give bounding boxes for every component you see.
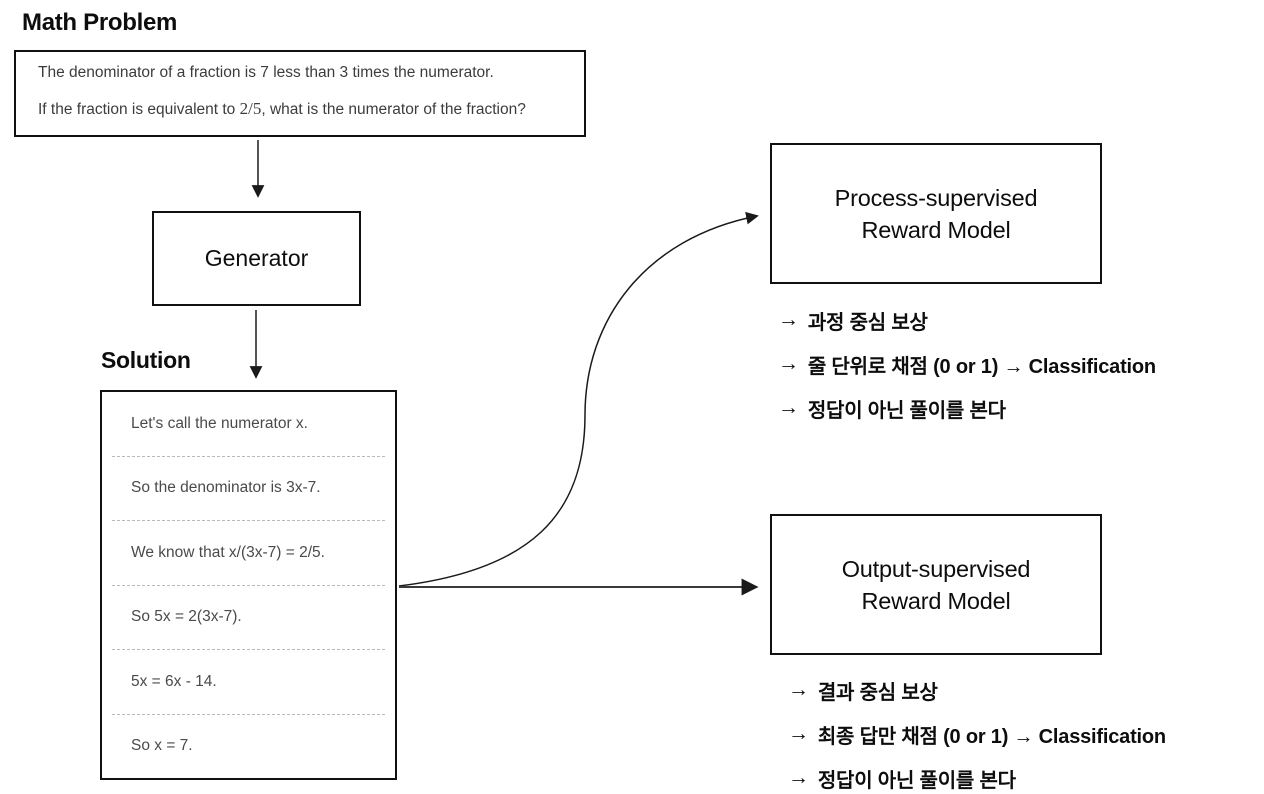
solution-box: Let's call the numerator x. So the denom… — [100, 390, 397, 780]
right-arrow-icon: → — [788, 722, 809, 745]
output-note-3: → 정답이 아닌 풀이를 본다 — [788, 756, 1166, 794]
process-note-2-text: 줄 단위로 채점 (0 or 1) → Classification — [807, 355, 1156, 378]
process-model-notes: → 과정 중심 보상 → 줄 단위로 채점 (0 or 1) → Classif… — [778, 298, 1156, 430]
solution-step-3: We know that x/(3x-7) = 2/5. — [112, 521, 385, 586]
problem-line-2: If the fraction is equivalent to 2/5, wh… — [38, 99, 584, 119]
right-arrow-icon: → — [778, 396, 799, 419]
math-problem-title: Math Problem — [22, 9, 178, 36]
process-model-label-line1: Process-supervised — [834, 184, 1038, 211]
process-note-3-text: 정답이 아닌 풀이를 본다 — [807, 399, 1006, 422]
right-arrow-icon: → — [788, 766, 809, 789]
output-note-3-text: 정답이 아닌 풀이를 본다 — [817, 769, 1016, 792]
output-note-2: → 최종 답만 채점 (0 or 1) → Classification — [788, 712, 1166, 756]
arrow-solution-to-process-model — [398, 211, 759, 587]
solution-step-2: So the denominator is 3x-7. — [112, 457, 385, 521]
output-supervised-reward-model-box: Output-supervised Reward Model — [770, 514, 1102, 655]
process-note-1: → 과정 중심 보상 — [778, 298, 1156, 342]
generator-box: Generator — [152, 211, 361, 306]
output-model-notes: → 결과 중심 보상 → 최종 답만 채점 (0 or 1) → Classif… — [788, 668, 1166, 794]
process-model-label-line2: Reward Model — [861, 216, 1011, 243]
solution-step-5: 5x = 6x - 14. — [112, 650, 385, 715]
output-note-1-text: 결과 중심 보상 — [817, 681, 938, 704]
output-model-label-line1: Output-supervised — [841, 555, 1031, 582]
right-arrow-icon: → — [778, 308, 799, 331]
solution-step-4: So 5x = 2(3x-7). — [112, 586, 385, 650]
output-note-2-text: 최종 답만 채점 (0 or 1) → Classification — [817, 725, 1166, 748]
process-note-3: → 정답이 아닌 풀이를 본다 — [778, 386, 1156, 430]
solution-step-6: So x = 7. — [131, 737, 193, 755]
process-supervised-reward-model-box: Process-supervised Reward Model — [770, 143, 1102, 284]
generator-label: Generator — [204, 245, 309, 271]
problem-line-1: The denominator of a fraction is 7 less … — [38, 64, 494, 81]
problem-fraction: 2/5 — [239, 99, 262, 118]
process-note-1-text: 과정 중심 보상 — [807, 311, 928, 334]
math-problem-box: The denominator of a fraction is 7 less … — [14, 50, 586, 137]
right-arrow-icon: → — [788, 678, 809, 701]
output-model-label-line2: Reward Model — [861, 587, 1011, 614]
solution-title: Solution — [101, 347, 191, 373]
problem-line-2-post: , what is the numerator of the fraction? — [261, 101, 526, 118]
output-note-1: → 결과 중심 보상 — [788, 668, 1166, 712]
right-arrow-icon: → — [778, 352, 799, 375]
process-note-2: → 줄 단위로 채점 (0 or 1) → Classification — [778, 342, 1156, 386]
solution-step-1: Let's call the numerator x. — [112, 392, 385, 457]
problem-line-2-pre: If the fraction is equivalent to — [38, 101, 240, 118]
